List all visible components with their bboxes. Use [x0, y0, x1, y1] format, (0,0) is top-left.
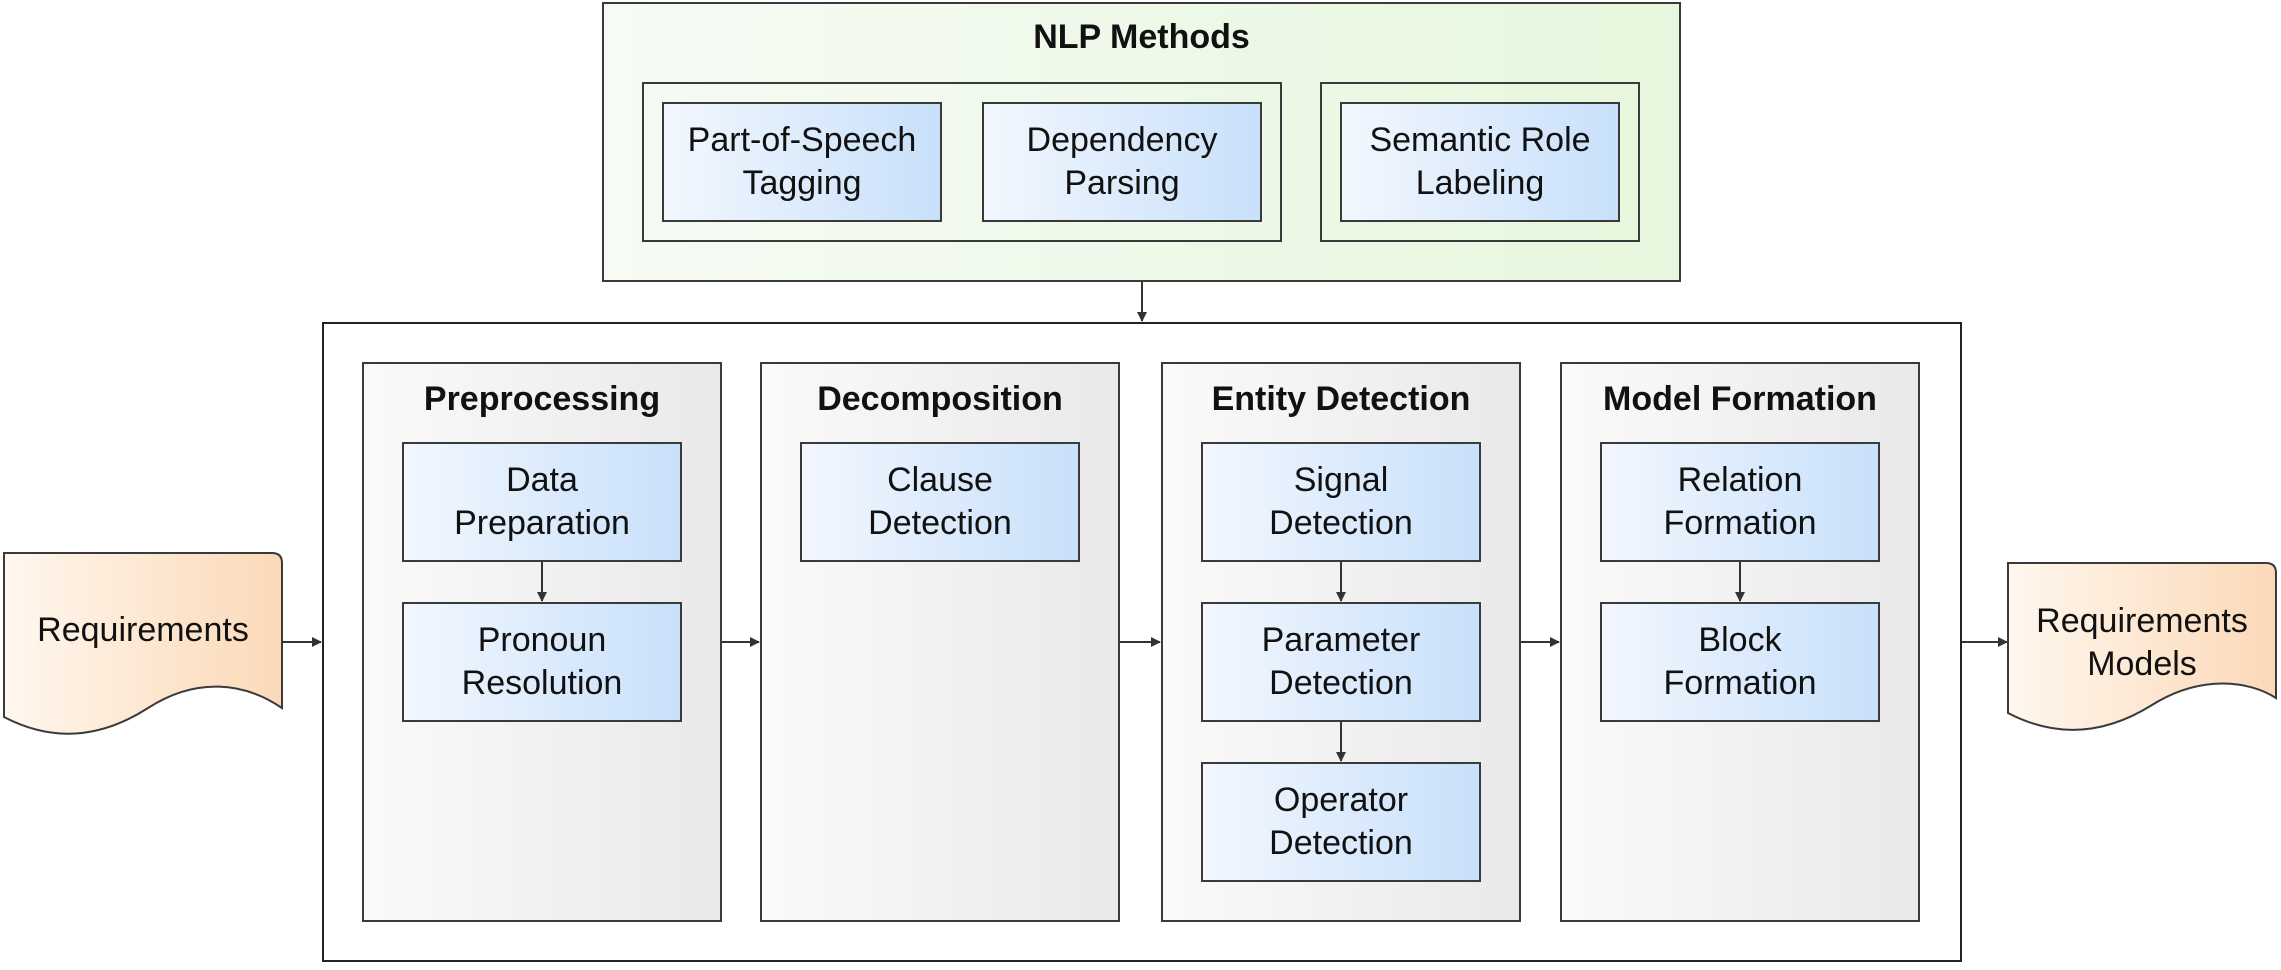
step-operator-detection: Operator Detection — [1201, 762, 1481, 882]
step-block-formation: Block Formation — [1600, 602, 1880, 722]
stage-entity-detection-title: Entity Detection — [1211, 380, 1471, 418]
method-semantic-role-labeling: Semantic Role Labeling — [1340, 102, 1620, 222]
syntactic-methods-group — [642, 82, 1282, 242]
input-document-shape — [3, 552, 283, 735]
stage-decomposition-title: Decomposition — [817, 380, 1063, 418]
step-clause-detection: Clause Detection — [800, 442, 1080, 562]
output-document-label: Requirements Models — [2036, 602, 2248, 683]
method-part-of-speech-tagging: Part-of-Speech Tagging — [662, 102, 942, 222]
step-parameter-detection: Parameter Detection — [1201, 602, 1481, 722]
nlp-methods-title: NLP Methods — [1033, 18, 1250, 56]
step-signal-detection: Signal Detection — [1201, 442, 1481, 562]
output-document-shape — [2007, 561, 2277, 731]
step-data-preparation: Data Preparation — [402, 442, 682, 562]
input-document-label: Requirements — [37, 610, 249, 649]
semantic-methods-group — [1320, 82, 1640, 242]
stage-preprocessing-title: Preprocessing — [423, 380, 661, 418]
step-relation-formation: Relation Formation — [1600, 442, 1880, 562]
stage-model-formation-title: Model Formation — [1603, 380, 1877, 418]
method-dependency-parsing: Dependency Parsing — [982, 102, 1262, 222]
step-pronoun-resolution: Pronoun Resolution — [402, 602, 682, 722]
